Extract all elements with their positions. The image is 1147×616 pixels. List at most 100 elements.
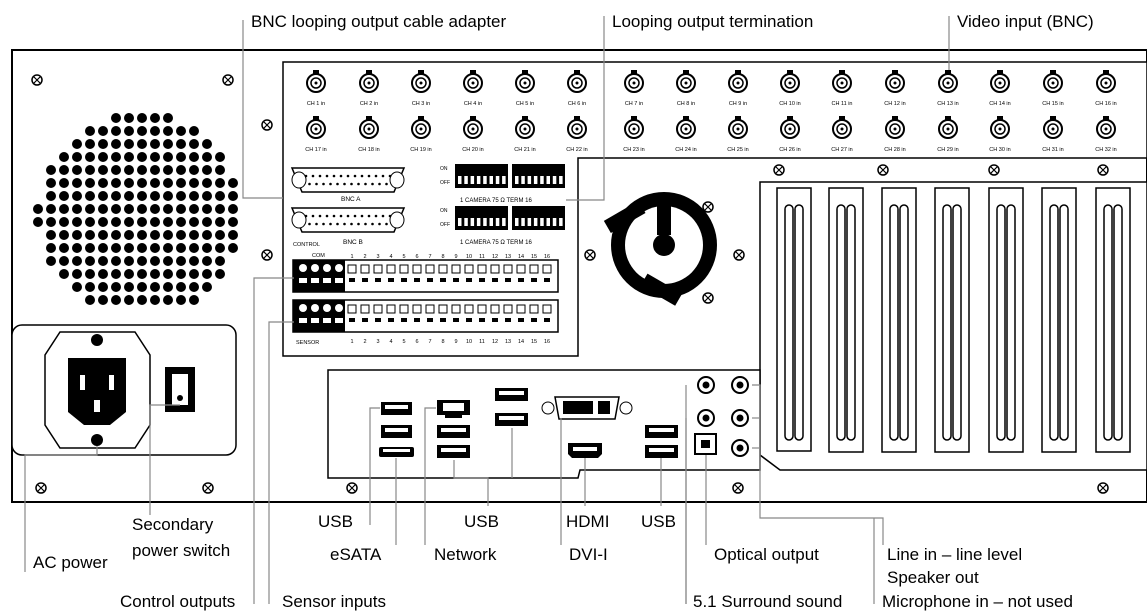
bnc-connector-icon[interactable]: CH 16 in: [1095, 70, 1117, 107]
grille-hole: [176, 165, 186, 175]
grille-hole: [59, 230, 69, 240]
grille-hole: [163, 295, 173, 305]
terminal-number: 11: [479, 254, 485, 260]
grille-hole: [137, 178, 147, 188]
grille-hole: [85, 204, 95, 214]
grille-hole: [85, 165, 95, 175]
callout-optical: Optical output: [714, 545, 819, 564]
bnc-connector-icon[interactable]: CH 6 in: [567, 70, 587, 107]
bnc-channel-label: CH 2 in: [360, 101, 378, 107]
bnc-connector-icon[interactable]: CH 20 in: [462, 116, 484, 153]
callout-usb-2: USB: [464, 512, 499, 531]
bnc-connector-icon[interactable]: CH 8 in: [676, 70, 696, 107]
grille-hole: [72, 191, 82, 201]
terminal-number: 13: [505, 254, 511, 260]
bnc-connector-icon[interactable]: CH 10 in: [779, 70, 801, 107]
grille-hole: [137, 217, 147, 227]
grille-hole: [98, 178, 108, 188]
grille-hole: [176, 295, 186, 305]
grille-hole: [72, 139, 82, 149]
screw-icon: [877, 164, 889, 176]
bnc-connector-icon[interactable]: CH 1 in: [306, 70, 326, 107]
screw-icon: [584, 249, 596, 261]
grille-hole: [137, 256, 147, 266]
grille-hole: [163, 256, 173, 266]
terminal-number: 14: [518, 339, 524, 345]
looping-termination-dip-switches[interactable]: [455, 164, 565, 230]
grille-hole: [228, 191, 238, 201]
bnc-b-connector[interactable]: [290, 207, 406, 233]
screw-icon: [35, 482, 47, 494]
grille-hole: [98, 295, 108, 305]
bnc-connector-icon[interactable]: CH 32 in: [1095, 116, 1117, 153]
screw-icon: [733, 249, 745, 261]
bnc-connector-icon[interactable]: CH 25 in: [727, 116, 749, 153]
bnc-connector-icon[interactable]: CH 17 in: [305, 116, 327, 153]
screw-icon: [702, 292, 714, 304]
grille-hole: [215, 230, 225, 240]
bnc-connector-icon[interactable]: CH 12 in: [884, 70, 906, 107]
bnc-channel-label: CH 16 in: [1095, 101, 1116, 107]
grille-hole: [189, 178, 199, 188]
bnc-connector-icon[interactable]: CH 28 in: [884, 116, 906, 153]
grille-hole: [59, 191, 69, 201]
grille-hole: [137, 191, 147, 201]
bnc-connector-icon[interactable]: CH 13 in: [937, 70, 959, 107]
bnc-channel-label: CH 15 in: [1042, 101, 1063, 107]
dvi-port[interactable]: [541, 396, 633, 420]
bnc-connector-icon[interactable]: CH 29 in: [937, 116, 959, 153]
grille-hole: [111, 256, 121, 266]
bnc-connector-icon[interactable]: CH 19 in: [410, 116, 432, 153]
terminal-number: 9: [454, 339, 457, 345]
terminal-number: 11: [479, 339, 485, 345]
grille-hole: [85, 243, 95, 253]
bnc-connector-icon[interactable]: CH 5 in: [515, 70, 535, 107]
grille-hole: [150, 217, 160, 227]
bnc-connector-icon[interactable]: CH 14 in: [989, 70, 1011, 107]
grille-hole: [189, 152, 199, 162]
bnc-connector-icon[interactable]: CH 11 in: [832, 70, 853, 107]
bnc-connector-icon[interactable]: CH 30 in: [989, 116, 1011, 153]
bnc-connector-icon[interactable]: CH 31 in: [1042, 116, 1064, 153]
grille-hole: [163, 178, 173, 188]
bnc-channel-label: CH 28 in: [884, 147, 905, 153]
expansion-slot: [828, 187, 864, 453]
grille-hole: [111, 126, 121, 136]
bnc-connector-icon[interactable]: CH 7 in: [624, 70, 644, 107]
grille-hole: [59, 165, 69, 175]
bnc-connector-icon[interactable]: CH 24 in: [675, 116, 697, 153]
grille-hole: [150, 243, 160, 253]
grille-hole: [124, 295, 134, 305]
terminal-number: 13: [505, 339, 511, 345]
grille-hole: [137, 152, 147, 162]
expansion-slot: [1041, 187, 1077, 453]
grille-hole: [59, 269, 69, 279]
bnc-connector-icon[interactable]: CH 18 in: [358, 116, 380, 153]
bnc-connector-icon[interactable]: CH 23 in: [623, 116, 645, 153]
bnc-connector-icon[interactable]: CH 9 in: [728, 70, 748, 107]
bnc-connector-icon[interactable]: CH 15 in: [1042, 70, 1064, 107]
bnc-connector-icon[interactable]: CH 4 in: [463, 70, 483, 107]
grille-hole: [46, 165, 56, 175]
grille-hole: [189, 243, 199, 253]
grille-hole: [33, 217, 43, 227]
terminal-number: 15: [531, 339, 537, 345]
grille-hole: [85, 191, 95, 201]
grille-hole: [59, 204, 69, 214]
grille-hole: [163, 269, 173, 279]
grille-hole: [228, 178, 238, 188]
grille-hole: [202, 152, 212, 162]
grille-hole: [189, 269, 199, 279]
grille-hole: [150, 126, 160, 136]
grille-hole: [163, 126, 173, 136]
bnc-connector-icon[interactable]: CH 2 in: [359, 70, 379, 107]
bnc-connector-icon[interactable]: CH 26 in: [779, 116, 801, 153]
bnc-a-connector[interactable]: [290, 167, 406, 193]
bnc-connector-icon[interactable]: CH 21 in: [514, 116, 536, 153]
audio-jacks[interactable]: [697, 376, 749, 457]
bnc-connector-icon[interactable]: CH 22 in: [566, 116, 588, 153]
bnc-connector-icon[interactable]: CH 3 in: [411, 70, 431, 107]
bnc-connector-icon[interactable]: CH 27 in: [831, 116, 853, 153]
grille-hole: [137, 165, 147, 175]
terminal-number: 5: [402, 339, 405, 345]
